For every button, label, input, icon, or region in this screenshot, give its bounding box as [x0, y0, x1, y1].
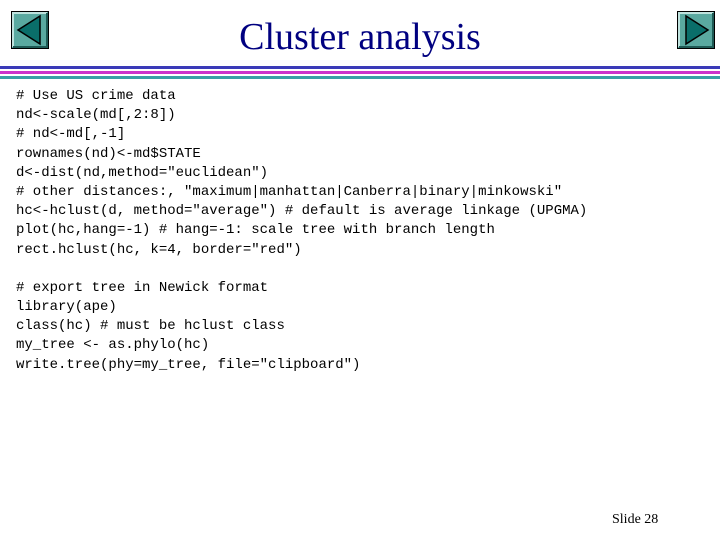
code-line: class(hc) # must be hclust class [16, 318, 285, 335]
code-line: library(ape) [16, 299, 117, 316]
code-line: # other distances:, "maximum|manhattan|C… [16, 183, 563, 200]
code-line: write.tree(phy=my_tree, file="clipboard"… [16, 356, 361, 373]
code-line: d<-dist(nd,method="euclidean") [16, 164, 269, 181]
code-line: # export tree in Newick format [16, 279, 269, 296]
code-line: rect.hclust(hc, k=4, border="red") [16, 241, 302, 258]
title-divider-blue [0, 66, 720, 69]
code-line-blank [16, 260, 587, 279]
title-divider-teal [0, 76, 720, 79]
code-line: my_tree <- as.phylo(hc) [16, 337, 210, 354]
next-slide-button[interactable] [677, 11, 715, 49]
code-line: plot(hc,hang=-1) # hang=-1: scale tree w… [16, 222, 495, 239]
code-line: # nd<-md[,-1] [16, 126, 126, 143]
previous-slide-button[interactable] [11, 11, 49, 49]
code-line: hc<-hclust(d, method="average") # defaul… [16, 203, 588, 220]
triangle-left-icon [11, 11, 49, 49]
r-code-block: # Use US crime data nd<-scale(md[,2:8]) # … [16, 87, 587, 375]
slide-title: Cluster analysis [239, 16, 481, 58]
code-line: # Use US crime data [16, 88, 176, 104]
triangle-right-icon [677, 11, 715, 49]
code-line: rownames(nd)<-md$STATE [16, 145, 201, 162]
slide-number: Slide 28 [612, 512, 659, 527]
code-line: nd<-scale(md[,2:8]) [16, 107, 176, 124]
title-divider-magenta [0, 71, 720, 74]
